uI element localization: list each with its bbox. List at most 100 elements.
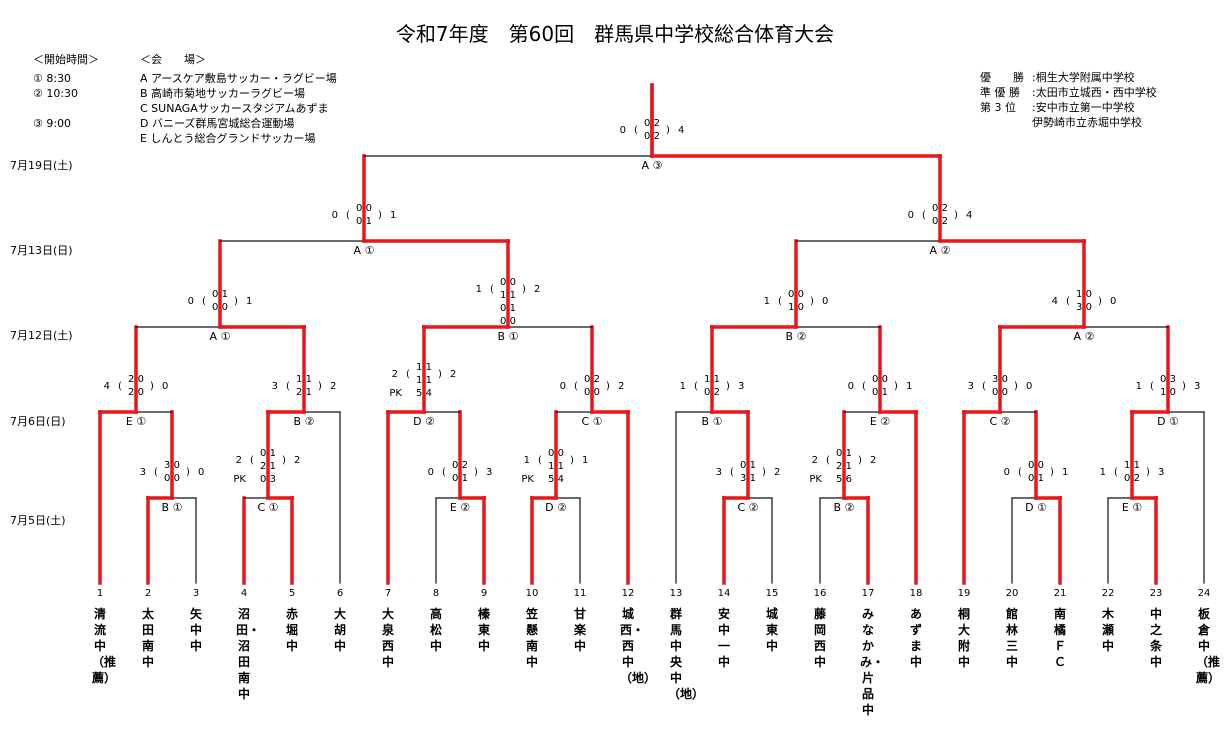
match-8-score-right: 0 bbox=[162, 381, 168, 392]
match-20-venue: A ① bbox=[354, 244, 375, 257]
start-times: ＜開始時間＞ ① 8:30 ② 10:30 ③ 9:00 bbox=[33, 52, 99, 131]
match-9-score-right: 2 bbox=[330, 381, 336, 392]
match-7-score-right: 3 bbox=[1158, 467, 1164, 478]
match-22-score-right: 4 bbox=[678, 125, 684, 136]
start-time-3: ③ 9:00 bbox=[33, 117, 72, 130]
match-0-score-right: 0 bbox=[198, 467, 204, 478]
match-15-paren-left: ( bbox=[1150, 381, 1154, 392]
match-22-paren-right: ) bbox=[666, 125, 670, 136]
match-4-venue: C ② bbox=[737, 501, 758, 514]
match-2-score-left: 0 bbox=[428, 467, 434, 478]
match-10-venue: D ② bbox=[413, 415, 435, 428]
match-21-paren-left: ( bbox=[922, 210, 926, 221]
match-16-venue: A ① bbox=[210, 330, 231, 343]
seed-number-2: 2 bbox=[145, 588, 151, 599]
start-time-2: ② 10:30 bbox=[33, 87, 79, 100]
match-17-paren-left: ( bbox=[490, 284, 494, 295]
match-20-paren-left: ( bbox=[346, 210, 350, 221]
match-20-half-1: 0 0 bbox=[356, 203, 372, 214]
match-16-paren-left: ( bbox=[202, 296, 206, 307]
match-1-half-2: 2 1 bbox=[260, 461, 276, 472]
team-name-2: 太田南中 bbox=[141, 607, 154, 669]
match-4-half-2: 3 1 bbox=[740, 473, 756, 484]
match-3-pk-label: PK bbox=[521, 474, 534, 485]
match-5-pk-label: PK bbox=[809, 474, 822, 485]
match-5-half-1: 0 1 bbox=[836, 448, 852, 459]
match-2-paren-right: ) bbox=[474, 467, 478, 478]
match-3-paren-right: ) bbox=[570, 455, 574, 466]
match-5-score-right: 2 bbox=[870, 455, 876, 466]
match-9-half-1: 1 1 bbox=[296, 374, 312, 385]
match-3-paren-left: ( bbox=[538, 455, 542, 466]
match-9-paren-right: ) bbox=[318, 381, 322, 392]
team-name-1: 清流中（推薦） bbox=[92, 607, 117, 685]
match-1-half-1: 0 1 bbox=[260, 448, 276, 459]
date-round-1: 7月5日(土) bbox=[10, 514, 66, 527]
match-12-score-left: 1 bbox=[680, 381, 686, 392]
match-9-score-left: 3 bbox=[272, 381, 278, 392]
match-10-paren-left: ( bbox=[406, 369, 410, 380]
result-value-runner-up: :太田市立城西・西中学校 bbox=[1032, 86, 1157, 99]
seed-number-24: 24 bbox=[1198, 588, 1211, 599]
result-value-third-2: 伊勢崎市立赤堀中学校 bbox=[1032, 116, 1142, 129]
seed-number-14: 14 bbox=[718, 588, 731, 599]
team-name-23: 中之条中 bbox=[1149, 607, 1162, 669]
match-1-paren-left: ( bbox=[250, 455, 254, 466]
match-19-score-left: 4 bbox=[1052, 296, 1058, 307]
match-19-score-right: 0 bbox=[1110, 296, 1116, 307]
team-name-24: 板倉中（推薦） bbox=[1196, 607, 1221, 685]
match-18-paren-right: ) bbox=[810, 296, 814, 307]
match-20-score-right: 1 bbox=[390, 210, 396, 221]
team-name-5: 赤堀中 bbox=[285, 607, 298, 653]
match-19-venue: A ② bbox=[1074, 330, 1095, 343]
match-5-venue: B ② bbox=[834, 501, 855, 514]
team-name-6: 大胡中 bbox=[333, 607, 346, 653]
match-12-paren-right: ) bbox=[726, 381, 730, 392]
match-14-half-1: 3 0 bbox=[992, 374, 1008, 385]
match-5-paren-left: ( bbox=[826, 455, 830, 466]
match-17-half-2: 1 1 bbox=[500, 290, 516, 301]
match-13-half-1: 0 0 bbox=[872, 374, 888, 385]
match-6-paren-right: ) bbox=[1050, 467, 1054, 478]
match-7-paren-right: ) bbox=[1146, 467, 1150, 478]
match-22-half-1: 0 2 bbox=[644, 118, 660, 129]
date-final: 7月19日(土) bbox=[10, 159, 73, 172]
match-0-half-2: 0 0 bbox=[164, 473, 180, 484]
match-18-venue: B ② bbox=[786, 330, 807, 343]
venue-d: D バニーズ群馬宮城総合運動場 bbox=[140, 117, 295, 130]
match-6-half-2: 0 1 bbox=[1028, 473, 1044, 484]
match-17-score-left: 1 bbox=[476, 284, 482, 295]
match-20-paren-right: ) bbox=[378, 210, 382, 221]
match-3-score-left: 1 bbox=[524, 455, 530, 466]
match-10-pk-label: PK bbox=[389, 388, 402, 399]
team-name-21: 南橘ＦＣ bbox=[1053, 607, 1066, 669]
match-18-half-1: 0 0 bbox=[788, 289, 804, 300]
match-17-half-4: 0 0 bbox=[500, 316, 516, 327]
seed-number-16: 16 bbox=[814, 588, 827, 599]
venues: ＜会 場＞ A アースケア敷島サッカー・ラグビー場 B 高崎市菊地サッカーラグビ… bbox=[140, 52, 337, 146]
seed-number-12: 12 bbox=[622, 588, 635, 599]
match-16-half-1: 0 1 bbox=[212, 289, 228, 300]
team-name-15: 城東中 bbox=[765, 607, 778, 653]
match-5-half-3: 5 6 bbox=[836, 474, 852, 485]
match-14-paren-right: ) bbox=[1014, 381, 1018, 392]
seed-number-7: 7 bbox=[385, 588, 391, 599]
match-8-score-left: 4 bbox=[104, 381, 110, 392]
seed-number-18: 18 bbox=[910, 588, 923, 599]
result-label-winner: 優 勝 bbox=[980, 71, 1024, 84]
team-name-22: 木瀬中 bbox=[1101, 607, 1114, 653]
match-17-score-right: 2 bbox=[534, 284, 540, 295]
match-9-venue: B ② bbox=[294, 415, 315, 428]
match-6-paren-left: ( bbox=[1018, 467, 1022, 478]
match-17-venue: B ① bbox=[498, 330, 519, 343]
match-22-score-left: 0 bbox=[620, 125, 626, 136]
team-name-7: 大泉西中 bbox=[381, 607, 394, 669]
match-1-score-left: 2 bbox=[236, 455, 242, 466]
match-13-paren-left: ( bbox=[862, 381, 866, 392]
match-6-score-left: 0 bbox=[1004, 467, 1010, 478]
match-11-paren-right: ) bbox=[606, 381, 610, 392]
seed-number-6: 6 bbox=[337, 588, 343, 599]
match-10-half-2: 1 1 bbox=[416, 375, 432, 386]
match-21-half-2: 0 2 bbox=[932, 216, 948, 227]
